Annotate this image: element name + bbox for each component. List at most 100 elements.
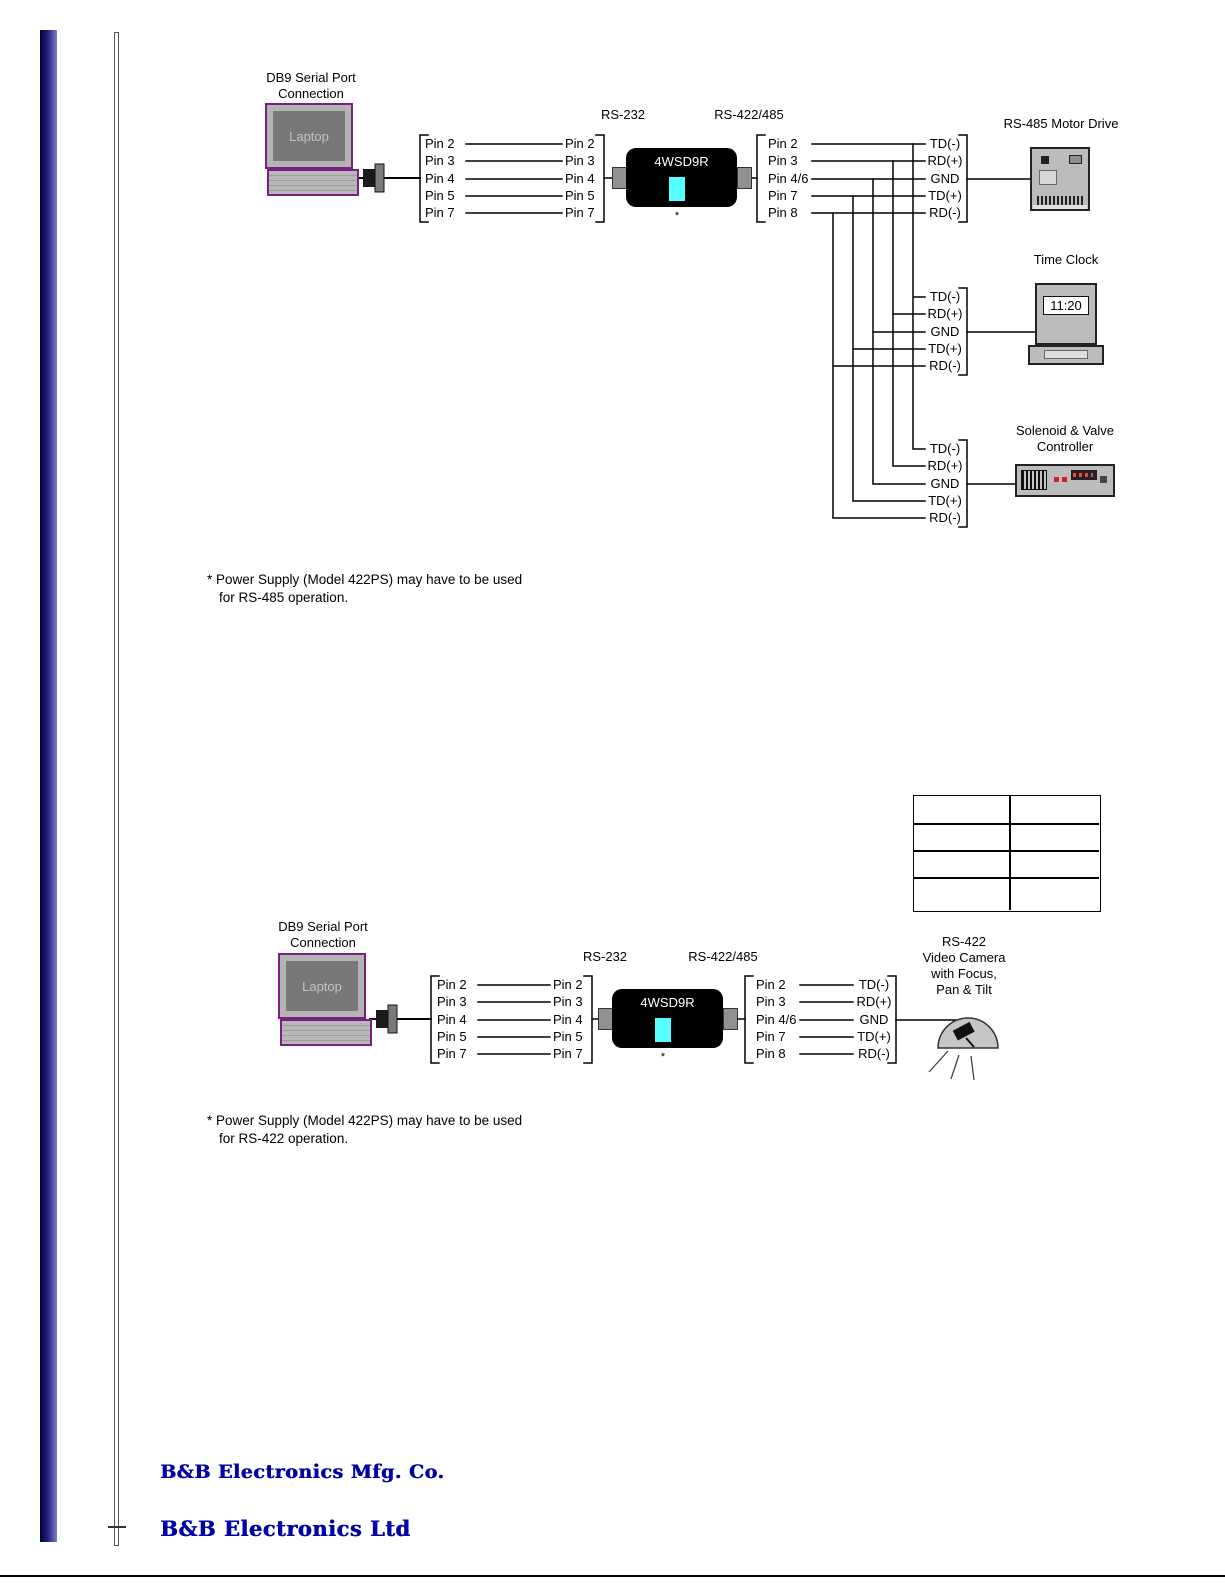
rs422-heading: RS-422/485 [714, 107, 784, 122]
terminal-label: GND [930, 476, 960, 491]
pin-label: Pin 3 [437, 994, 467, 1009]
pin-label: Pin 7 [756, 1029, 786, 1044]
terminal-label: TD(+) [857, 1029, 891, 1044]
pin-label: Pin 4 [553, 1012, 583, 1027]
solenoid-knob [1100, 476, 1107, 483]
converter-footnote-mark: * [660, 1051, 666, 1063]
motor-drive-base [1033, 205, 1087, 209]
pin-label: Pin 2 [565, 136, 595, 151]
pin-label: Pin 7 [437, 1046, 467, 1061]
terminal-label: TD(+) [928, 493, 962, 508]
pin-label: Pin 3 [756, 994, 786, 1009]
terminal-label: TD(-) [929, 441, 961, 456]
rs232-heading: RS-232 [600, 107, 646, 122]
motor-drive-vent [1037, 196, 1084, 205]
laptop-keyboard [280, 1019, 372, 1046]
solenoid-title-line1: Solenoid & Valve [1015, 423, 1115, 438]
solenoid-led [1062, 477, 1067, 482]
terminal-label: RD(+) [856, 994, 892, 1009]
pin-label: Pin 7 [553, 1046, 583, 1061]
solenoid-display-segments [1073, 473, 1093, 477]
left-accent-bar [40, 30, 57, 1542]
rs422-heading: RS-422/485 [688, 949, 758, 964]
bottom-rule [0, 1575, 1225, 1577]
laptop-screen: Laptop [286, 961, 358, 1011]
pin-label: Pin 5 [425, 188, 455, 203]
converter-label: 4WSD9R [654, 154, 709, 169]
camera-title-line2: Video Camera [922, 950, 1006, 965]
solenoid-grille [1021, 470, 1047, 490]
video-camera-icon [928, 1017, 999, 1081]
converter-left-connector [598, 1008, 613, 1030]
pin-label: Pin 7 [565, 205, 595, 220]
motor-drive-detail-b [1069, 155, 1082, 164]
power-supply-note-line2: for RS-485 operation. [219, 590, 349, 605]
power-supply-note-line1: * Power Supply (Model 422PS) may have to… [207, 1113, 523, 1128]
bottom-db9-plug-icon [376, 1004, 398, 1034]
top-bus-wires [832, 143, 926, 519]
pin-label: Pin 8 [756, 1046, 786, 1061]
terminal-label: GND [859, 1012, 889, 1027]
terminal-label: RD(-) [929, 358, 961, 373]
margin-tick [108, 1526, 126, 1528]
power-supply-note-line1: * Power Supply (Model 422PS) may have to… [207, 572, 523, 587]
pin-label: Pin 2 [756, 977, 786, 992]
terminal-label: RD(+) [927, 306, 963, 321]
terminal-label: TD(-) [858, 977, 890, 992]
pin-label: Pin 5 [437, 1029, 467, 1044]
converter-indicator [655, 1018, 671, 1042]
bottom-right-wires [799, 984, 854, 1055]
terminal-label: RD(-) [929, 510, 961, 525]
power-supply-note-line2: for RS-422 operation. [219, 1131, 349, 1146]
terminal-label: TD(+) [928, 188, 962, 203]
converter-right-connector [723, 1008, 738, 1030]
pin-label: Pin 3 [768, 153, 798, 168]
time-clock-title: Time Clock [1033, 252, 1099, 267]
pin-label: Pin 4/6 [768, 171, 809, 186]
pin-label: Pin 3 [425, 153, 455, 168]
spec-table-row-divider [914, 850, 1099, 852]
pin-label: Pin 2 [425, 136, 455, 151]
pin-label: Pin 4/6 [756, 1012, 797, 1027]
pin-label: Pin 7 [425, 205, 455, 220]
top-left-wires [465, 143, 563, 214]
laptop-screen-label: Laptop [302, 978, 342, 994]
top-right-wires [811, 143, 926, 214]
camera-title-line3: with Focus, [931, 966, 997, 981]
terminal-label: RD(+) [927, 153, 963, 168]
rs232-heading: RS-232 [582, 949, 628, 964]
pin-label: Pin 8 [768, 205, 798, 220]
left-margin-rule [114, 32, 119, 1546]
solenoid-led [1054, 477, 1059, 482]
motor-drive-title: RS-485 Motor Drive [1003, 116, 1119, 131]
spec-table-row-divider [914, 877, 1099, 879]
laptop-screen-label: Laptop [289, 128, 329, 144]
spec-table-row-divider [914, 823, 1099, 825]
terminal-label: TD(+) [928, 341, 962, 356]
solenoid-title-line2: Controller [1036, 439, 1094, 454]
terminal-label: RD(-) [858, 1046, 890, 1061]
logo-bb-electronics-mfg: B&B Electronics Mfg. Co. [160, 1461, 445, 1483]
spec-table-col-divider [1009, 796, 1011, 910]
time-clock-base-inset [1044, 350, 1088, 359]
terminal-label: TD(-) [929, 136, 961, 151]
camera-title-line4: Pan & Tilt [936, 982, 992, 997]
bottom-left-wires [477, 984, 551, 1055]
terminal-label: GND [930, 171, 960, 186]
pin-label: Pin 7 [768, 188, 798, 203]
terminal-label: RD(+) [927, 458, 963, 473]
spec-table [913, 795, 1101, 912]
laptop-keyboard [267, 169, 359, 196]
bottom-source-title-line2: Connection [290, 935, 356, 950]
pin-label: Pin 5 [553, 1029, 583, 1044]
pin-label: Pin 2 [437, 977, 467, 992]
pin-label: Pin 4 [565, 171, 595, 186]
motor-drive-detail-c [1039, 170, 1057, 185]
converter-indicator [669, 177, 685, 201]
pin-label: Pin 3 [553, 994, 583, 1009]
top-db9-plug-icon [363, 163, 385, 193]
laptop-screen: Laptop [273, 111, 345, 161]
terminal-label: RD(-) [929, 205, 961, 220]
